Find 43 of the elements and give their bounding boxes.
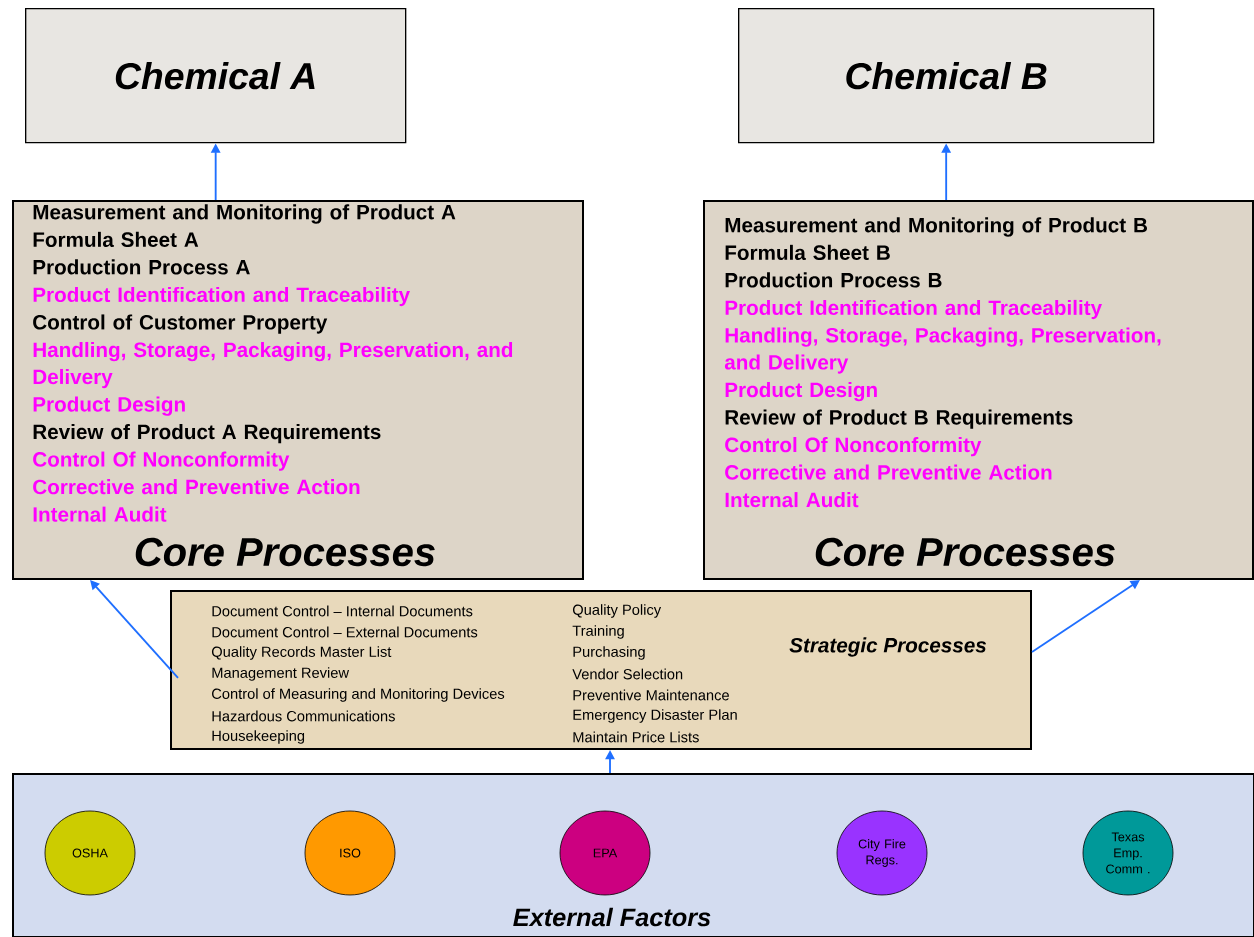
list-item: Handling, Storage, Packaging, Preservation, and Delivery [33, 341, 513, 389]
list-item: Quality Records Master List [211, 646, 392, 660]
list-item: Vendor Selection [572, 668, 683, 680]
list-item: Corrective and Preventive Action [33, 479, 360, 495]
list-item: Purchasing [573, 646, 645, 660]
band-heading: External Factors [513, 907, 711, 927]
list-item: Production Process A [33, 259, 250, 275]
arrow [1031, 580, 1140, 653]
list-item: Handling, Storage, Packaging, Preservation, and Delivery [724, 327, 1161, 374]
list-item: Document Control – Internal Documents [212, 605, 473, 617]
list-item: Product Design [33, 396, 185, 416]
list-item: Emergency Disaster Plan [573, 709, 737, 723]
list-item: Product Identification and Traceability [33, 286, 410, 307]
list-item: Control of Customer Property [33, 314, 328, 334]
list-item: Review of Product B Requirements [725, 409, 1073, 429]
product-box: Chemical B [738, 8, 1155, 144]
list-item: Maintain Price Lists [573, 731, 699, 743]
panel-heading: Strategic Processes [789, 637, 987, 657]
list-item: Control Of Nonconformity [33, 451, 290, 471]
list-item: Hazardous Communications [212, 710, 395, 722]
list-item: Measurement and Monitoring of Product B [725, 217, 1147, 237]
list-item: Training [572, 625, 624, 639]
list-item: Corrective and Preventive Action [725, 464, 1052, 480]
panel-heading: Core Processes [135, 537, 435, 567]
list-item: Product Design [725, 381, 877, 402]
list-item: Management Review [212, 667, 350, 681]
list-item: Production Process B [725, 272, 942, 288]
arrow [90, 580, 179, 679]
list-item: Formula Sheet B [725, 244, 890, 260]
list-item: Measurement and Monitoring of Product A [33, 204, 456, 224]
product-box: Chemical A [25, 8, 407, 144]
list-item: Review of Product A Requirements [33, 424, 381, 444]
list-item: Internal Audit [725, 492, 859, 508]
list-item: Quality Policy [572, 604, 662, 618]
list-item: Control of Measuring and Monitoring Devices [212, 688, 505, 702]
list-item: Housekeeping [212, 730, 305, 744]
list-item: Preventive Maintenance [573, 689, 729, 701]
list-item: Document Control – External Documents [212, 626, 478, 638]
panel-heading: Core Processes [815, 537, 1115, 567]
list-item: Product Identification and Traceability [725, 299, 1102, 320]
list-item: Internal Audit [33, 506, 167, 522]
list-item: Formula Sheet A [33, 231, 199, 247]
list-item: Control Of Nonconformity [725, 437, 982, 457]
